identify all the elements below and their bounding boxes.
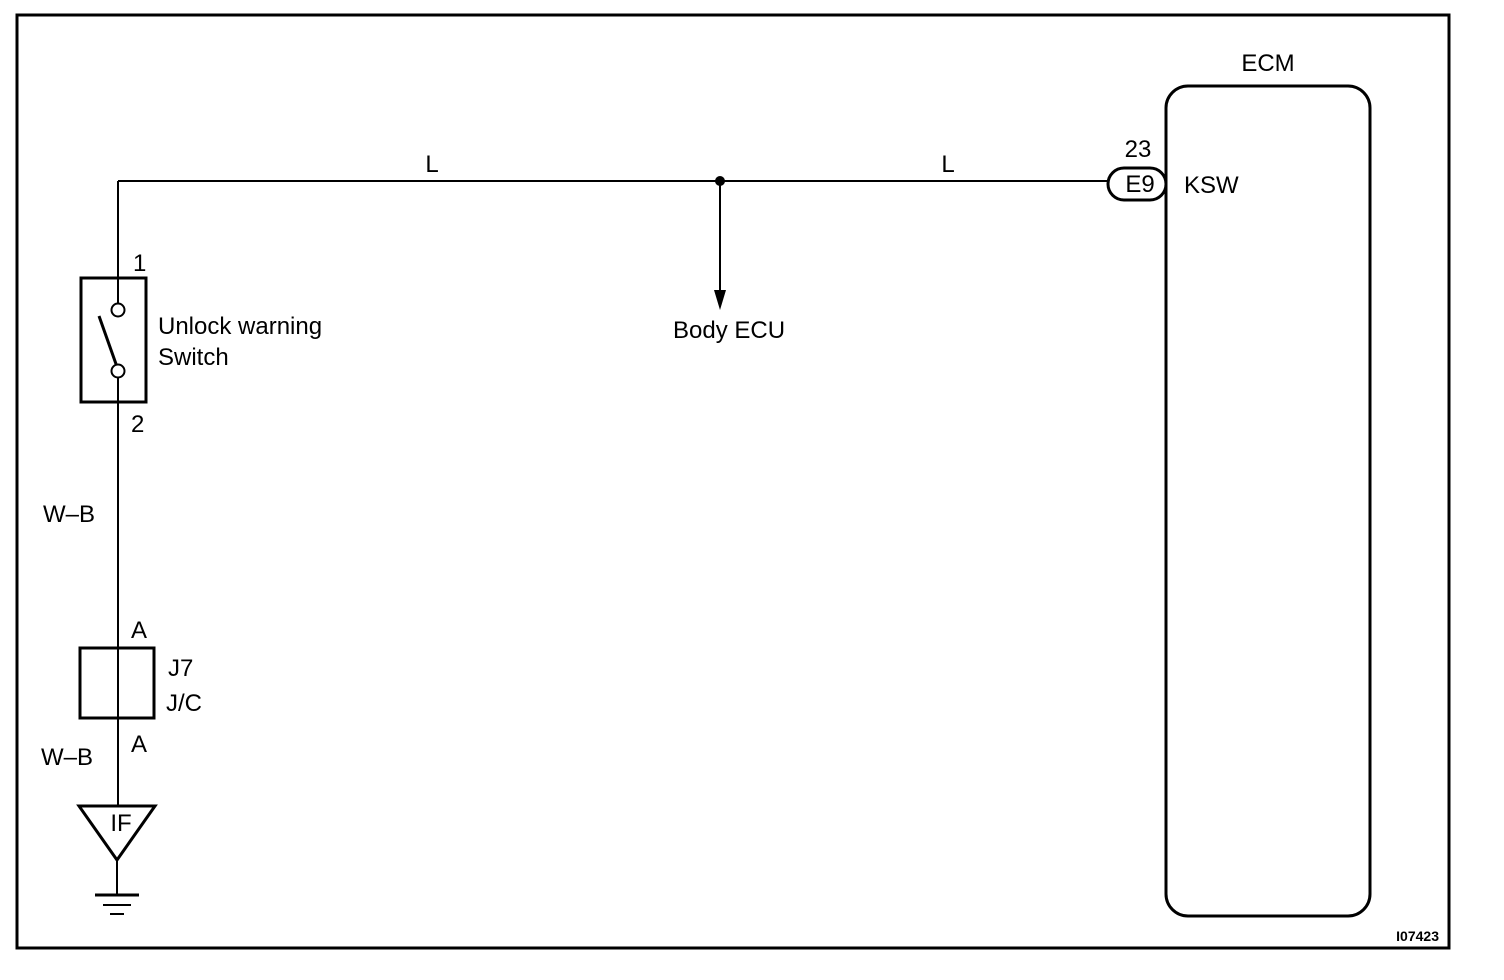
switch-contact-bottom <box>110 363 126 379</box>
ground-point-triangle <box>76 804 158 863</box>
wire-color-switch-jc: W–B <box>43 501 95 528</box>
wire-color-left: L <box>425 151 438 178</box>
switch-blade <box>97 315 118 365</box>
switch-pin-bottom: 2 <box>131 411 144 438</box>
body-ecu-arrow <box>714 290 726 310</box>
junction-pin-bottom: A <box>131 731 147 758</box>
switch-label-line2: Switch <box>158 344 229 371</box>
body-ecu-label: Body ECU <box>673 317 785 344</box>
switch-pin-top: 1 <box>133 250 146 277</box>
ecm-terminal-name: KSW <box>1184 172 1239 199</box>
switch-label-line1: Unlock warning <box>158 313 322 340</box>
junction-name: J7 <box>168 655 193 682</box>
junction-pin-top: A <box>131 617 147 644</box>
wire-color-right: L <box>941 151 954 178</box>
diagram-frame <box>15 13 1451 950</box>
figure-id: I07423 <box>1396 928 1439 944</box>
unlock-warning-switch-box <box>79 276 148 404</box>
ground-point-label: IF <box>110 810 131 837</box>
ecm-pin-number: 23 <box>1125 136 1152 163</box>
ecm-block <box>1164 84 1372 918</box>
ecm-connector-e9 <box>1106 166 1168 202</box>
junction-type: J/C <box>166 690 202 717</box>
ground-icon <box>95 893 139 915</box>
switch-contact-top <box>110 302 126 318</box>
ecm-connector-label: E9 <box>1125 171 1154 198</box>
wire-color-jc-ground: W–B <box>41 744 93 771</box>
ecm-title: ECM <box>1241 50 1294 77</box>
